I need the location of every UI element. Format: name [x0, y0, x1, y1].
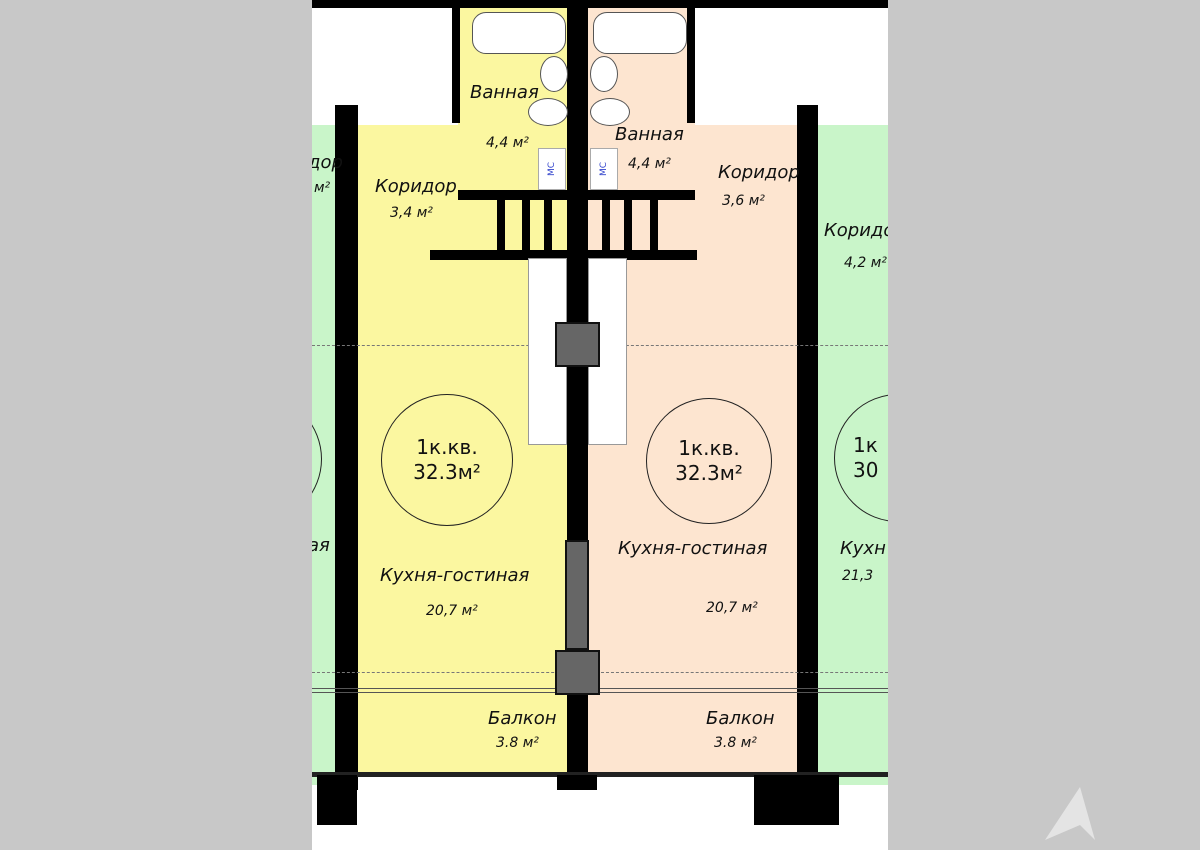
toilet-icon [528, 98, 568, 126]
bathtub-icon [472, 12, 566, 54]
wall [544, 200, 552, 250]
apartment-badge-right: 1к.кв.32.3м² [646, 398, 772, 524]
bathtub-icon [593, 12, 687, 54]
wall [312, 772, 888, 777]
apartment-badge-left: 1к.кв.32.3м² [381, 394, 513, 526]
column [565, 540, 589, 650]
wall [317, 775, 357, 825]
balcony-rail [312, 688, 888, 693]
wall [797, 105, 818, 790]
wall [458, 190, 695, 200]
sink-icon [590, 56, 618, 92]
wall [754, 775, 839, 825]
wall [624, 200, 632, 250]
neighbor-left-fill [312, 125, 335, 785]
wall [452, 8, 460, 123]
wall [312, 0, 888, 8]
plumbing-shaft: МС [590, 148, 618, 190]
axis-line [312, 672, 888, 673]
wall [602, 200, 610, 250]
wall [430, 250, 697, 260]
wall [335, 105, 358, 790]
column [555, 650, 600, 695]
plumbing-shaft: МС [538, 148, 566, 190]
agency-logo [1040, 785, 1200, 845]
wall [557, 775, 597, 790]
column [555, 322, 600, 367]
wall [522, 200, 530, 250]
wall [497, 200, 505, 250]
wall [650, 200, 658, 250]
sink-icon [540, 56, 568, 92]
mountain-logo-icon [1045, 787, 1095, 840]
wall [687, 8, 695, 123]
toilet-icon [590, 98, 630, 126]
